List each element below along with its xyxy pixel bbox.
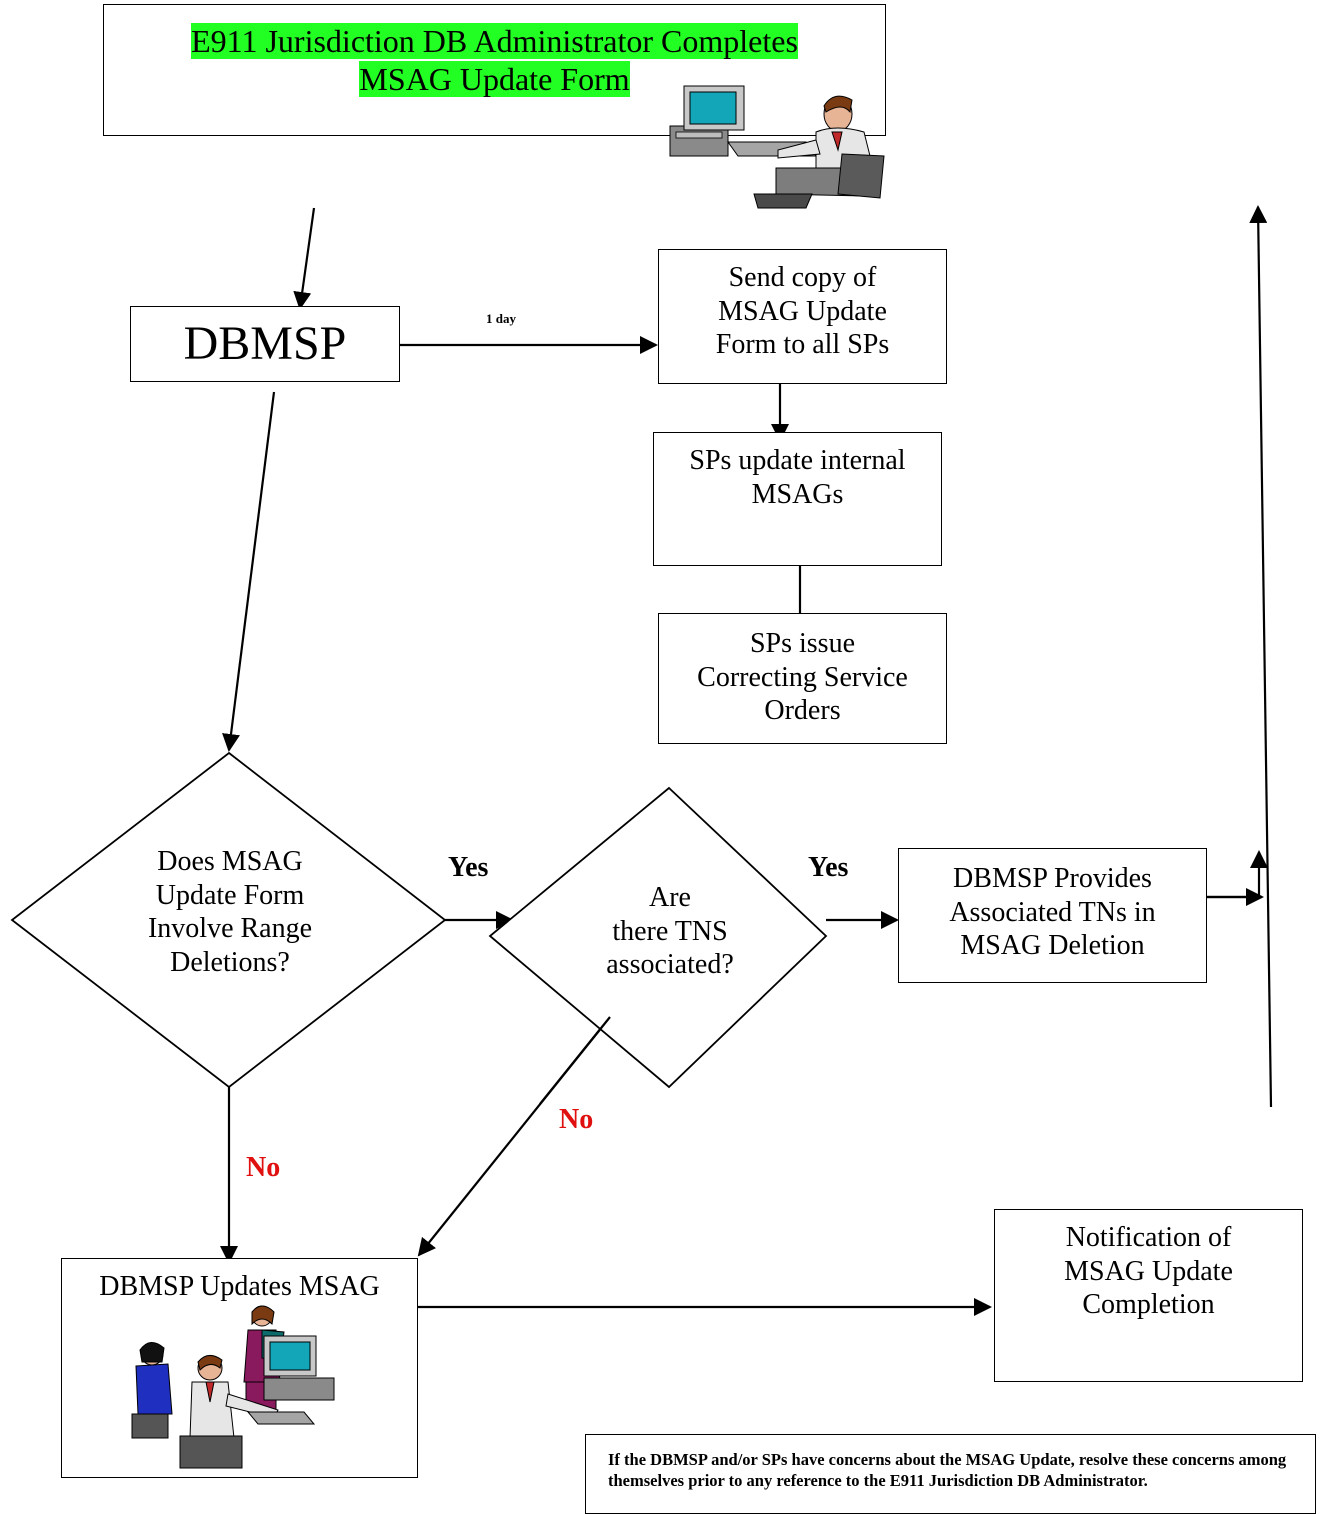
send-copy-line-3: Form to all SPs (715, 329, 890, 361)
send-copy-box (658, 249, 947, 384)
decision1-line-2: Update Form (155, 879, 305, 911)
sps-update-line-1: SPs update internal (689, 445, 906, 476)
edge-label-no-1: No (246, 1152, 281, 1183)
notification-label: Notification of MSAG Update Completion (994, 1221, 1303, 1322)
edge-label-yes-1: Yes (448, 852, 489, 883)
title-text: E911 Jurisdiction DB Administrator Compl… (103, 22, 886, 99)
dbmsp-provides-label: DBMSP Provides Associated TNs in MSAG De… (898, 862, 1207, 963)
office-team-icon (131, 1305, 335, 1469)
notification-line-1: Notification of (1065, 1222, 1232, 1253)
send-copy-line-2: MSAG Update (718, 295, 887, 327)
title-line-2: MSAG Update Form (359, 61, 630, 98)
arrow-return-up (1249, 205, 1273, 1108)
edge-label-1-day: 1 day (486, 311, 516, 326)
sps-issue-label: SPs issue Correcting Service Orders (658, 627, 947, 728)
send-copy-label: Send copy of MSAG Update Form to all SPs (658, 261, 947, 362)
dbmsp-updates-label: DBMSP Updates MSAG (99, 1271, 380, 1302)
sps-issue-line-1: SPs issue (749, 628, 856, 659)
arrow-title-to-dbmsp (293, 207, 316, 310)
decision1-label: Does MSAG Update Form Involve Range Dele… (110, 845, 350, 979)
arrow-dbmsp-to-decision (222, 391, 276, 752)
concerns-note: If the DBMSP and/or SPs have concerns ab… (585, 1434, 1316, 1514)
dbmsp-label: DBMSP (183, 317, 347, 370)
edge-label-yes-2: Yes (808, 852, 849, 883)
decision2-line-3: associated? (606, 949, 734, 981)
provides-line-3: MSAG Deletion (960, 930, 1145, 962)
provides-line-2: Associated TNs in (949, 896, 1156, 928)
notification-box (994, 1209, 1303, 1382)
title-line-1: E911 Jurisdiction DB Administrator Compl… (191, 23, 798, 59)
sps-issue-box (658, 613, 947, 744)
decision1-line-3: Involve Range (147, 913, 313, 945)
dbmsp-provides-box (898, 848, 1207, 983)
decision-tns-associated (488, 786, 828, 1089)
provides-line-1: DBMSP Provides (953, 863, 1152, 894)
notification-line-3: Completion (1082, 1289, 1215, 1321)
sps-issue-line-3: Orders (764, 695, 841, 727)
notification-line-2: MSAG Update (1064, 1255, 1233, 1287)
send-copy-line-1: Send copy of (728, 262, 877, 293)
sps-update-label: SPs update internal MSAGs (653, 444, 942, 511)
decision1-line-1: Does MSAG (157, 846, 303, 877)
decision2-line-2: there TNS (612, 915, 728, 947)
dbmsp-box (130, 306, 400, 382)
decision-range-deletions (10, 751, 447, 1089)
computer-operator-icon (669, 85, 885, 209)
decision2-label: Are there TNS associated? (570, 881, 770, 982)
sps-update-box (653, 432, 942, 566)
sps-issue-line-2: Correcting Service (697, 661, 908, 693)
edge-label-no-2: No (559, 1104, 594, 1135)
sps-update-line-2: MSAGs (751, 478, 844, 510)
decision2-line-1: Are (649, 882, 691, 913)
decision1-line-4: Deletions? (170, 946, 290, 978)
